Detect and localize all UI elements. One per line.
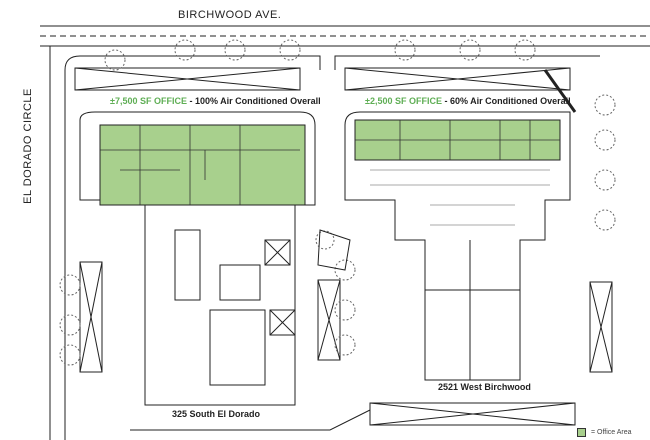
legend: = Office Area [577, 428, 632, 437]
trees [59, 39, 616, 366]
office-note-right: ±2,500 SF OFFICE - 60% Air Conditioned O… [365, 96, 571, 106]
office-size-left: ±7,500 SF OFFICE [110, 96, 187, 106]
ac-note-right: - 60% Air Conditioned Overall [441, 96, 571, 106]
parking-strips [74, 67, 613, 426]
office-area-left [99, 124, 306, 206]
street-label-el-dorado: EL DORADO CIRCLE [21, 88, 34, 204]
building-325-south-el-dorado [79, 111, 316, 406]
ac-note-left: - 100% Air Conditioned Overall [186, 96, 321, 106]
building-2521-west-birchwood [344, 69, 577, 381]
birchwood-road [40, 25, 650, 440]
legend-label: = Office Area [591, 429, 632, 436]
address-right: 2521 West Birchwood [438, 382, 531, 392]
office-size-right: ±2,500 SF OFFICE [365, 96, 442, 106]
office-note-left: ±7,500 SF OFFICE - 100% Air Conditioned … [110, 96, 321, 106]
address-left: 325 South El Dorado [172, 409, 261, 419]
office-area-swatch [577, 428, 586, 437]
street-label-birchwood: BIRCHWOOD AVE. [178, 9, 282, 21]
